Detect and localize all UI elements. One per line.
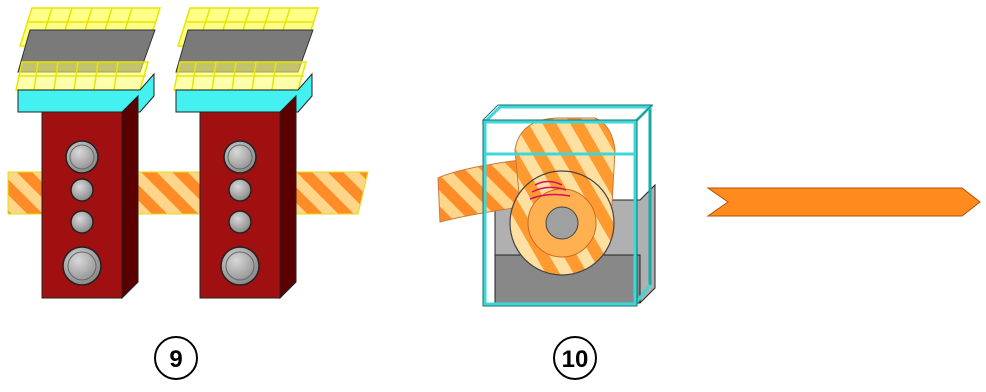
work-roll-bottom [70,210,94,234]
housing-side [121,94,139,300]
label-circle [154,336,198,380]
work-roll-top [228,178,252,202]
step-label-9: 9 [154,336,198,380]
cyan-band [17,72,155,113]
backup-roll-bottom [220,246,260,286]
label-circle [553,336,597,380]
label-text: 9 [169,346,182,373]
coil-mandrel [545,206,579,240]
coiler-cage-icon [437,104,656,307]
step-label-10: 10 [553,336,597,380]
rack-grid-front [15,61,149,91]
housing-side [279,94,297,300]
output-strip-arrow-icon [706,187,981,217]
work-roll-top [70,178,94,202]
cyan-band [175,72,313,113]
rolling-mill-stand-icon [15,7,162,300]
roll-stack [220,140,260,286]
strip-segment-middle [127,171,211,215]
strip-segment-right [285,171,369,215]
rolling-mill-stand-icon [173,7,320,300]
work-roll-bottom [228,210,252,234]
roll-stack [62,140,102,286]
backup-roll-bottom [62,246,102,286]
label-text: 10 [562,346,589,373]
rack-grid-front [173,61,307,91]
backup-roll-top [65,140,99,174]
backup-roll-top [223,140,257,174]
